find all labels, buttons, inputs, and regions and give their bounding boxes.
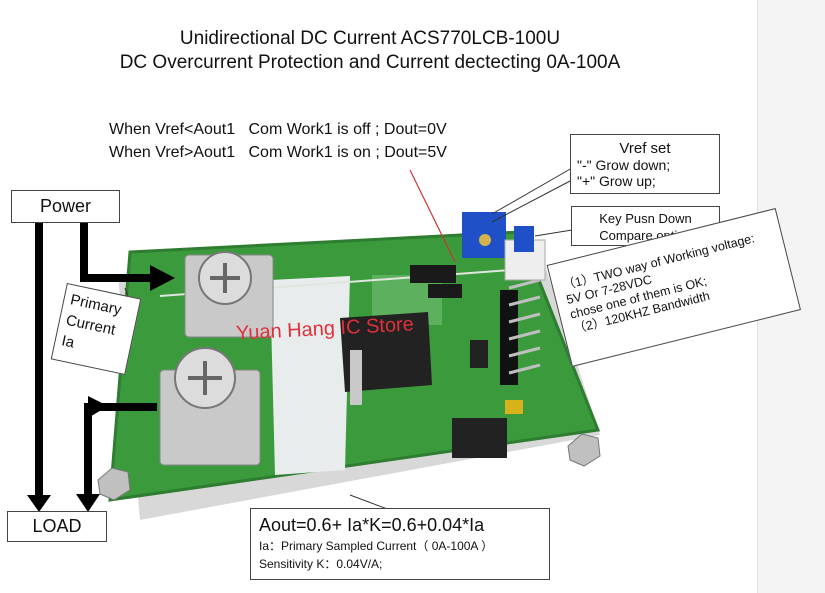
ic-comparator xyxy=(410,265,456,283)
primary-current-callout: Primary Current Ia xyxy=(50,282,142,376)
vref-up: "+" Grow up; xyxy=(577,173,656,189)
pin-4 xyxy=(508,329,541,341)
power-to-load-arrowhead xyxy=(27,495,51,512)
pin-1 xyxy=(508,278,541,290)
push-button-cap xyxy=(514,226,534,252)
ic-small xyxy=(428,284,462,298)
pointer-line-pot-2 xyxy=(491,179,573,223)
vref-down: "-" Grow down; xyxy=(577,157,671,173)
sensor-chip xyxy=(340,312,432,392)
formula-k: Sensitivity K：0.04V/A; xyxy=(259,557,383,571)
condition-on: When Vref>Aout1 Com Work1 is on ; Dout=5… xyxy=(109,144,447,161)
capacitor xyxy=(505,400,523,414)
vref-title: Vref set xyxy=(619,140,671,157)
standoff-right xyxy=(567,433,601,467)
pin-2 xyxy=(508,295,541,307)
pin-5 xyxy=(508,346,541,358)
pointer-line-key xyxy=(534,229,573,237)
title-line-2: DC Overcurrent Protection and Current de… xyxy=(119,52,621,73)
power-label: Power xyxy=(11,190,120,223)
potentiometer-knob xyxy=(479,234,491,246)
terminal-to-load-arrowhead xyxy=(76,494,100,512)
formula-callout: Aout=0.6+ Ia*K=0.6+0.04*Ia Ia：Primary Sa… xyxy=(250,508,550,580)
pointer-line-vref xyxy=(409,169,456,263)
screw-top-slot xyxy=(210,263,240,293)
condition-off: When Vref<Aout1 Com Work1 is off ; Dout=… xyxy=(109,121,447,138)
return-arrowhead xyxy=(88,396,108,418)
transistor xyxy=(470,340,488,368)
pointer-line-pot xyxy=(491,167,573,215)
title-line-1: Unidirectional DC Current ACS770LCB-100U xyxy=(179,28,561,49)
key-line-1: Key Pusn Down xyxy=(599,211,692,226)
vref-callout: Vref set "-" Grow down; "+" Grow up; xyxy=(570,134,720,194)
power-to-terminal-arrowhead xyxy=(150,265,175,291)
formula-main: Aout=0.6+ Ia*K=0.6+0.04*Ia xyxy=(259,515,485,535)
formula-ia: Ia：Primary Sampled Current（ 0A-100A ） xyxy=(259,539,494,553)
power-to-terminal-line xyxy=(80,220,152,282)
regulator xyxy=(452,418,507,458)
chip-lead xyxy=(350,350,362,405)
pin-3 xyxy=(508,312,541,324)
pointer-line-formula xyxy=(349,494,391,511)
pin-6 xyxy=(508,363,541,375)
copper-pad-left xyxy=(270,276,350,475)
screw-bottom-slot xyxy=(188,361,222,395)
load-label: LOAD xyxy=(7,511,107,542)
